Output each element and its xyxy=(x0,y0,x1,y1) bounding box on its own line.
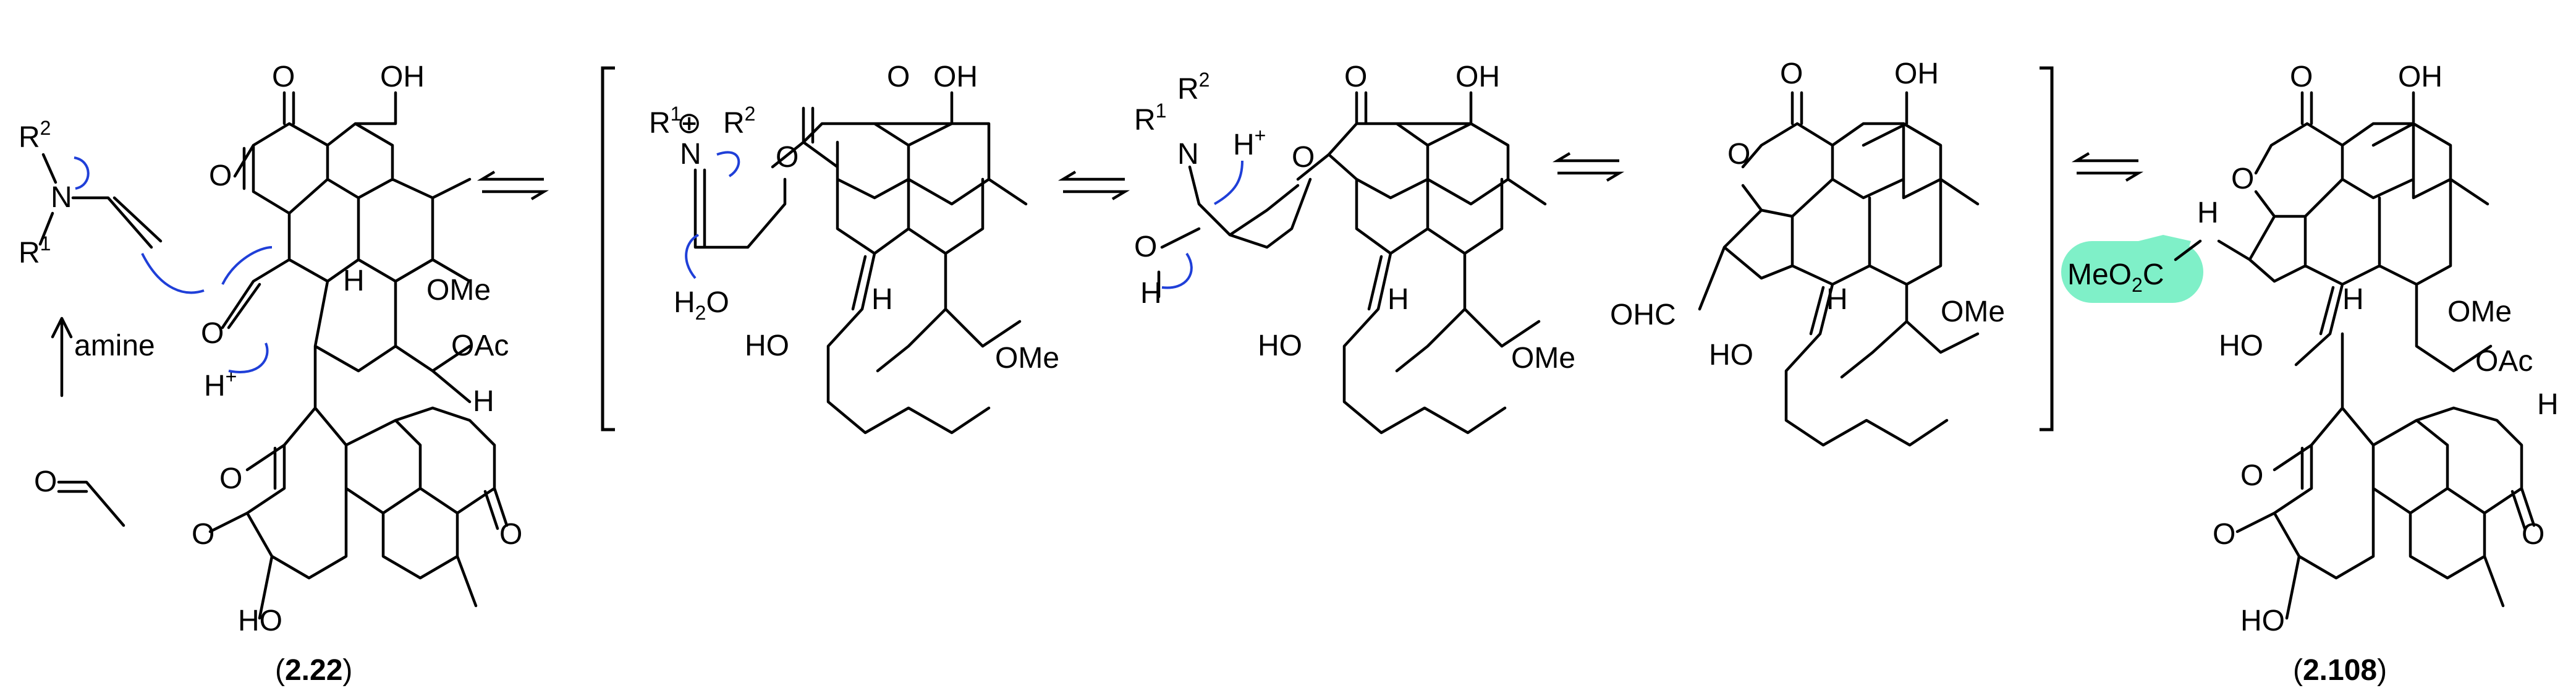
int2-oh-label: OH xyxy=(1455,61,1500,93)
int1-n: N xyxy=(680,138,701,171)
int1-r2-label: R2 xyxy=(723,103,755,140)
enamine-reagent: R2 N R1 amine O xyxy=(19,117,205,527)
nitrogen-label: N xyxy=(51,181,72,214)
r2-label: R2 xyxy=(19,117,51,154)
ring-o-label: O xyxy=(209,159,232,192)
lower-carbonyl-o-label: O xyxy=(192,518,214,551)
int2-curly-proton xyxy=(1214,160,1244,205)
int1-o-label: O xyxy=(887,61,910,93)
int1-ho-label: HO xyxy=(745,329,789,362)
int2-o-label: O xyxy=(1134,231,1157,263)
int2-h2-label: H xyxy=(1388,283,1409,316)
equilibrium-arrow-3 xyxy=(1552,152,1625,182)
int1-h-label: H xyxy=(871,283,893,316)
int2-n-label: N xyxy=(1177,138,1199,171)
ome-label: OMe xyxy=(426,274,491,307)
right-bracket xyxy=(2040,66,2054,431)
meo2c-label: MeO2C xyxy=(2067,258,2164,296)
intermediate-iminium: R1 ⊕ N R2 H2O O OH O HO H OMe xyxy=(649,61,1059,435)
prod-lower-ho-label: HO xyxy=(2240,605,2285,637)
prod-o-label: O xyxy=(2290,61,2313,93)
curly-arrow-proton xyxy=(228,342,269,373)
amine-label: amine xyxy=(74,329,155,362)
lower-lactone-o-label: O xyxy=(219,462,242,495)
compound-2-108: MeO2C O OH O H H OMe HO OAc H O O O HO (… xyxy=(2061,61,2559,687)
int1-curly-iminium xyxy=(716,151,740,177)
compound-label-2-22: (2.22) xyxy=(275,654,352,687)
aldehyde-o-label: O xyxy=(34,465,57,498)
curly-arrow-carbonyl xyxy=(221,246,273,285)
prod-h2-label: H xyxy=(2342,283,2364,316)
int1-h2o-label: H2O xyxy=(674,286,729,324)
prod-lower-carbonyl-o-label: O xyxy=(2213,518,2235,551)
h-label: H xyxy=(343,265,365,297)
oac-label: OAc xyxy=(451,329,509,362)
int2-r2-label: R2 xyxy=(1177,69,1210,106)
int1-oh-label: OH xyxy=(933,61,978,93)
lactone-o-label: O xyxy=(272,61,295,93)
int2-ho-label: HO xyxy=(1258,329,1302,362)
int3-ring-o-label: O xyxy=(1727,138,1750,171)
prod-ome-label: OMe xyxy=(2447,295,2512,328)
ketone-o-label: O xyxy=(201,317,224,350)
int3-ho-label: HO xyxy=(1709,339,1753,372)
left-bracket xyxy=(601,66,615,431)
int2-r1-label: R1 xyxy=(1134,100,1166,137)
curly-arrow-enamine xyxy=(141,253,205,294)
equilibrium-arrow-2 xyxy=(1057,171,1130,200)
int1-plus: ⊕ xyxy=(677,107,701,140)
h2-label: H xyxy=(473,385,494,418)
equilibrium-arrow-4 xyxy=(2071,152,2144,182)
int3-oh-label: OH xyxy=(1894,57,1939,90)
int3-o-label: O xyxy=(1780,57,1803,90)
curly-arrow-n xyxy=(74,156,90,190)
int2-o-top-label: O xyxy=(1344,61,1367,93)
int2-ome-label: OMe xyxy=(1511,342,1575,375)
equilibrium-arrow-1 xyxy=(477,171,549,200)
prod-h-label: H xyxy=(2197,197,2219,229)
intermediate-aldehyde: O OH O OHC HO H OMe xyxy=(1610,57,2005,447)
int1-ome-label: OMe xyxy=(995,342,1059,375)
prod-oh-label: OH xyxy=(2398,61,2443,93)
int2-curly-oxygen xyxy=(1161,252,1193,289)
prod-lower-o-label: O xyxy=(2240,459,2263,492)
int3-ome-label: OMe xyxy=(1941,295,2005,328)
lower-ketone-o-label: O xyxy=(499,518,522,551)
prod-ho-label: HO xyxy=(2219,329,2263,362)
intermediate-carbinolamine: R1 R2 N H+ O H O OH O HO H OMe xyxy=(1134,61,1575,435)
r1-label: R1 xyxy=(19,232,51,270)
int1-curly-water xyxy=(685,234,700,279)
int1-ring-o-label: O xyxy=(776,141,799,174)
oh-label: OH xyxy=(380,61,425,93)
compound-2-22: O OH O O H OMe OAc H+ H O O O HO (2.22) xyxy=(192,61,522,687)
compound-label-2-108: (2.108) xyxy=(2293,654,2387,687)
prod-h3-label: H xyxy=(2537,388,2559,421)
int3-ohc-label: OHC xyxy=(1610,299,1676,331)
int2-hplus-label: H+ xyxy=(1233,124,1266,161)
prod-ring-o-label: O xyxy=(2231,163,2254,195)
